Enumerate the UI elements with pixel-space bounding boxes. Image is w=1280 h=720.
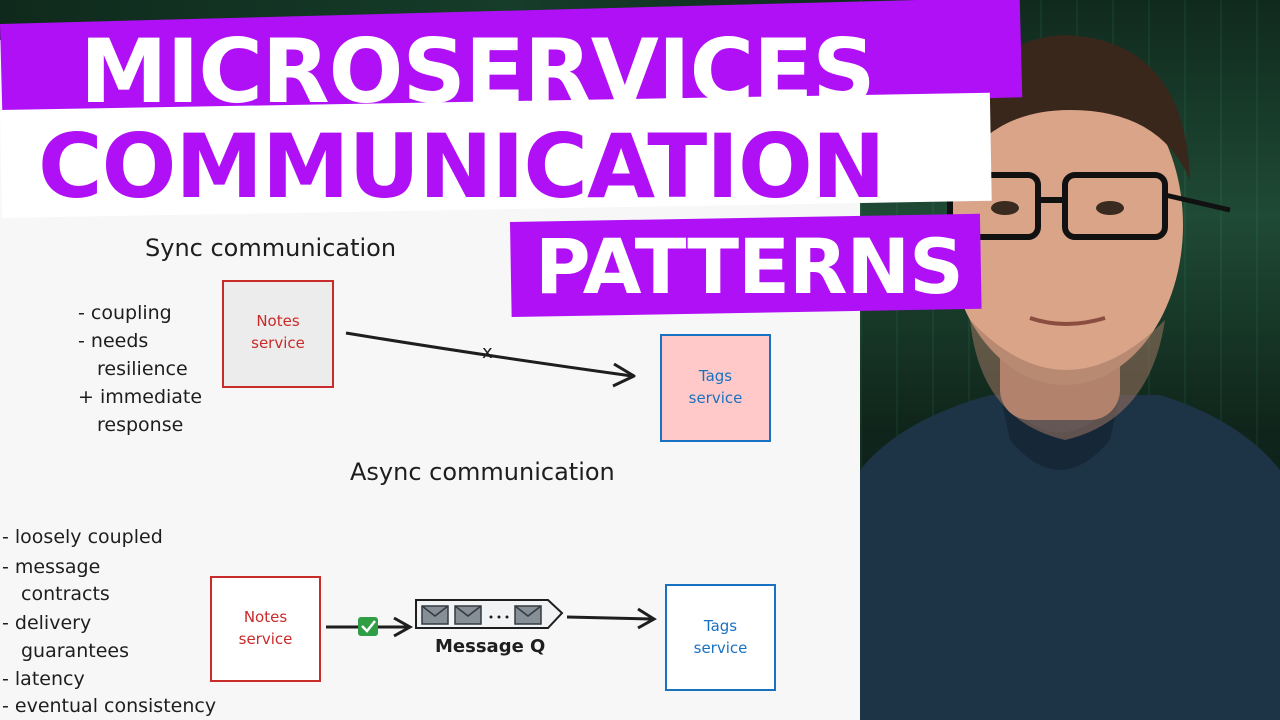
title-line-1: MICROSERVICES (80, 20, 876, 123)
title-line-3: PATTERNS (535, 222, 964, 311)
sync-note: - needs (78, 330, 149, 352)
async-note: - loosely coupled (2, 526, 163, 548)
async-note: - latency (2, 668, 85, 690)
async-note: guarantees (21, 640, 129, 662)
async-tags-service-label: Tags service (693, 617, 748, 657)
async-notes-service-label: Notes service (238, 608, 293, 648)
title-line-2: COMMUNICATION (38, 115, 885, 218)
async-note: contracts (21, 583, 110, 605)
sync-note: resilience (97, 358, 188, 380)
sync-failure-mark: x (482, 342, 493, 363)
sync-heading: Sync communication (145, 234, 397, 262)
sync-notes-service-label: Notes service (251, 312, 305, 352)
async-note: - message (2, 556, 101, 578)
async-note: - delivery (2, 612, 92, 634)
sync-note: - coupling (78, 302, 172, 324)
async-tags-service-box (665, 584, 776, 691)
sync-notes-service-box (222, 280, 334, 388)
async-notes-service-box (210, 576, 321, 682)
sync-note: + immediate (78, 386, 203, 408)
sync-tags-service-label: Tags service (688, 367, 743, 407)
async-heading: Async communication (350, 458, 615, 486)
sync-tags-service-box (660, 334, 771, 442)
message-queue-label: Message Q (435, 636, 546, 657)
sync-note: response (97, 414, 184, 436)
async-note: - eventual consistency (2, 695, 217, 717)
